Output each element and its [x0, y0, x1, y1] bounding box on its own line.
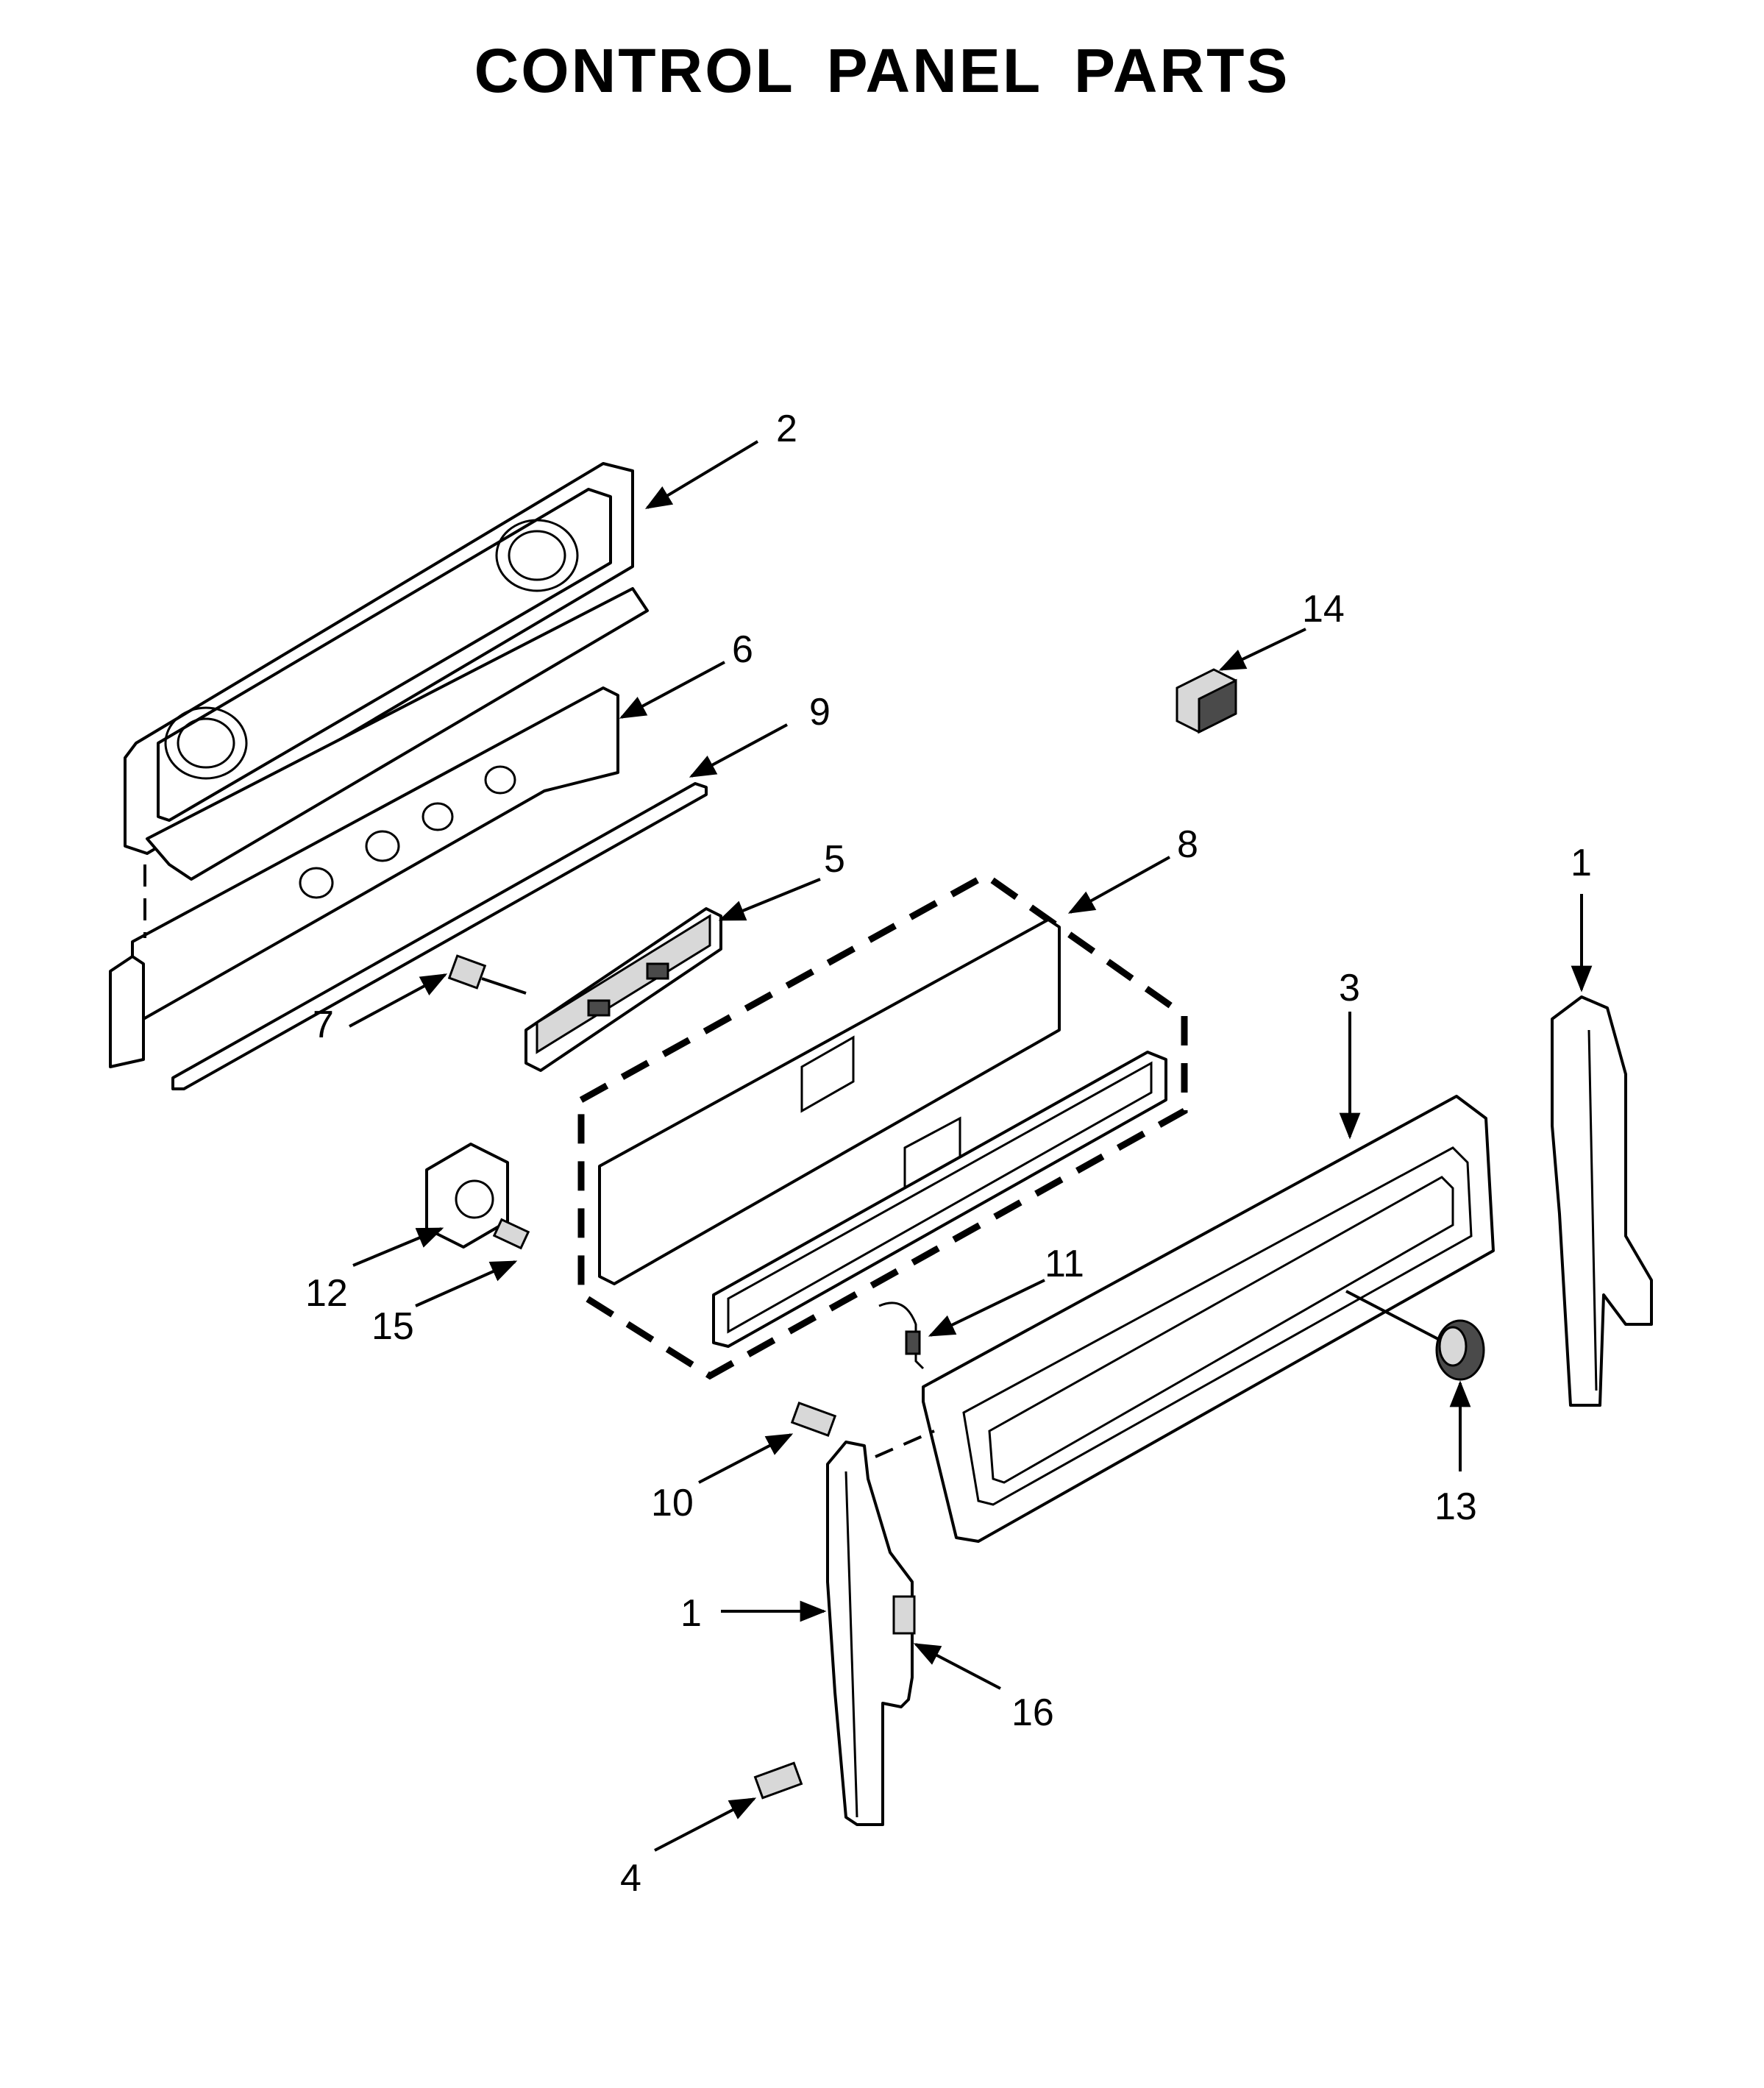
part-7-screw[interactable] — [447, 954, 527, 995]
callout-8: 8 — [1177, 823, 1198, 866]
callout-3: 3 — [1339, 967, 1360, 1009]
callout-13: 13 — [1434, 1485, 1477, 1528]
part-6-bracket[interactable] — [109, 686, 619, 1068]
callout-1-left: 1 — [680, 1592, 702, 1635]
part-13-knob[interactable] — [1345, 1290, 1485, 1381]
part-14-relay[interactable] — [1176, 668, 1237, 734]
callout-11: 11 — [1045, 1243, 1084, 1285]
callout-6: 6 — [732, 628, 753, 671]
part-15-screw[interactable] — [492, 1218, 530, 1250]
part-1-left-end-cap[interactable] — [826, 1441, 914, 1826]
callout-16: 16 — [1011, 1691, 1054, 1734]
callout-2: 2 — [776, 408, 797, 450]
part-5-control-board[interactable] — [524, 907, 722, 1072]
callout-5: 5 — [824, 838, 845, 881]
part-16-screw[interactable] — [892, 1595, 916, 1635]
part-1-right-end-cap[interactable] — [1551, 995, 1653, 1407]
part-10-screw[interactable] — [790, 1402, 837, 1437]
callout-14: 14 — [1302, 588, 1345, 631]
part-4-screw[interactable] — [753, 1761, 803, 1800]
callout-10: 10 — [651, 1482, 694, 1524]
callout-4: 4 — [620, 1857, 641, 1900]
page-title: CONTROL PANEL PARTS — [474, 36, 1290, 105]
part-8-assembly-group[interactable] — [577, 871, 1188, 1380]
callout-9: 9 — [809, 691, 831, 734]
part-2-rear-panel[interactable] — [124, 462, 649, 881]
callout-1-right: 1 — [1571, 842, 1592, 884]
callout-labels: 2 6 9 5 7 8 14 1 3 11 13 12 15 10 1 16 4 — [305, 408, 1592, 1900]
callout-12: 12 — [305, 1272, 348, 1315]
part-11-clip[interactable] — [878, 1302, 925, 1370]
part-3-facia[interactable] — [875, 1095, 1495, 1543]
leader-lines — [349, 440, 1593, 1852]
callout-7: 7 — [313, 1004, 334, 1046]
part-9-strip[interactable] — [171, 782, 708, 1090]
callout-15: 15 — [371, 1305, 414, 1348]
